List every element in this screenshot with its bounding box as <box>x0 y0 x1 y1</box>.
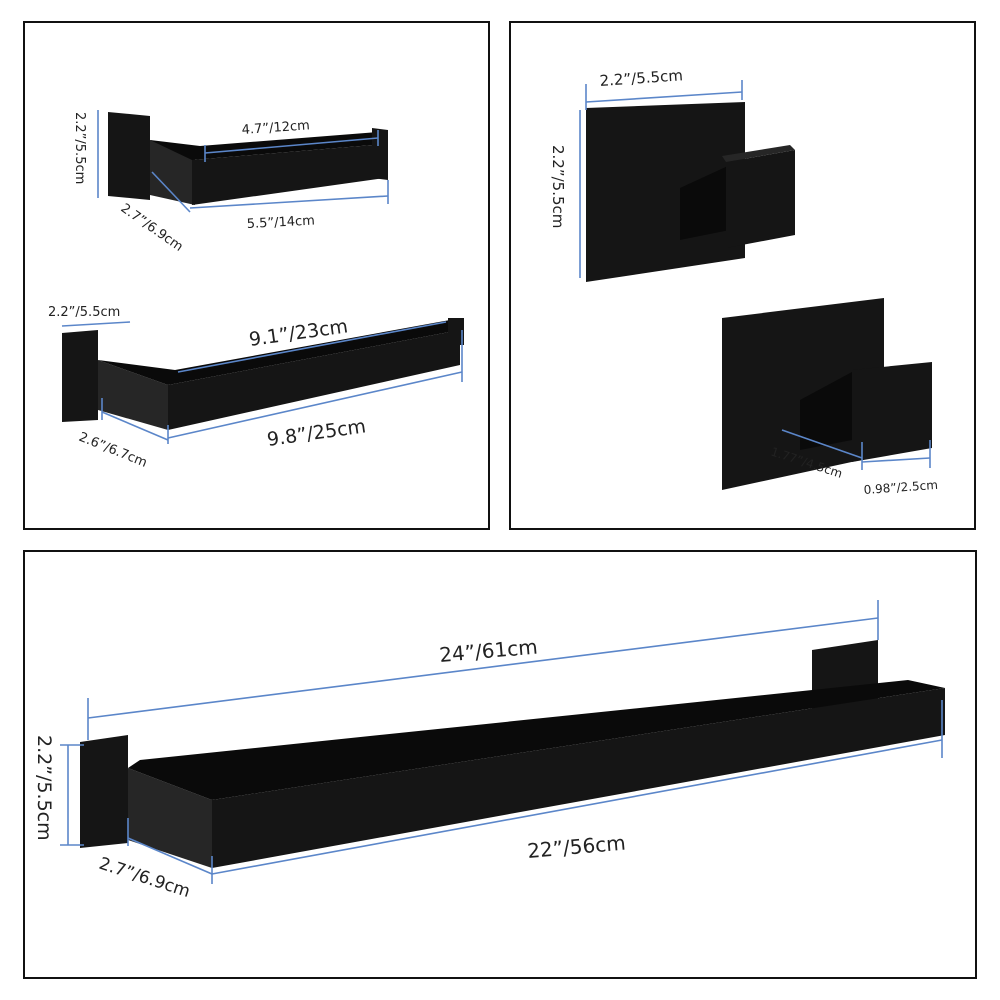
tp-holder-height-label: 2.2”/5.5cm <box>72 112 87 184</box>
panel-top-left <box>23 21 490 530</box>
hook-height-label: 2.2”/5.5cm <box>549 145 567 228</box>
hook-width-small-label: 0.98”/2.5cm <box>863 478 938 497</box>
toilet-paper-holder-image <box>108 112 388 205</box>
hook-width-label: 2.2”/5.5cm <box>599 66 683 90</box>
towel-bar-small-height-label: 2.2”/5.5cm <box>48 305 120 320</box>
robe-hook-large-image <box>586 102 795 282</box>
towel-bar-height-label: 2.2”/5.5cm <box>33 735 55 841</box>
towel-bar-image <box>80 640 945 868</box>
robe-hook-small-image <box>722 298 932 490</box>
tp-holder-total-length-label: 5.5”/14cm <box>246 213 315 232</box>
tp-holder-inner-length-label: 4.7”/12cm <box>241 118 310 138</box>
